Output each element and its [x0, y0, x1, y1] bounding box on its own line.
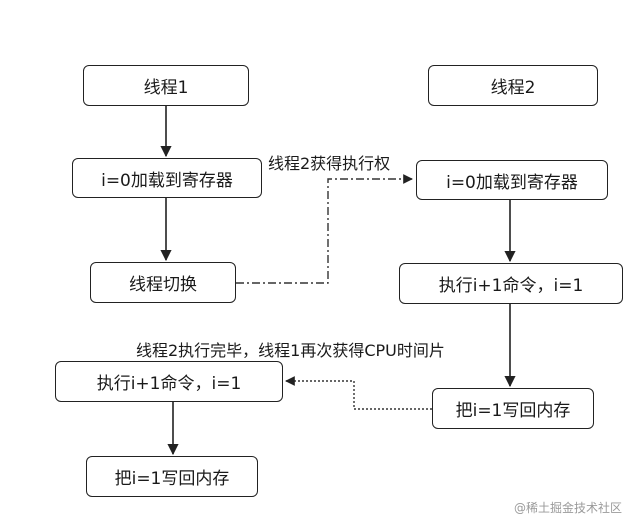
node-t2-exec-increment: 执行i+1命令，i=1	[399, 263, 623, 304]
node-thread2: 线程2	[428, 65, 598, 106]
node-t1-thread-switch: 线程切换	[90, 262, 236, 303]
watermark-text: @稀土掘金技术社区	[513, 501, 622, 515]
label-thread2-gets-execution: 线程2获得执行权	[268, 150, 391, 174]
node-t1-exec-increment: 执行i+1命令，i=1	[55, 361, 283, 402]
connector-switch-to-t2	[236, 174, 413, 284]
node-thread1: 线程1	[83, 65, 249, 106]
label-thread1-gets-cpu-again: 线程2执行完毕，线程1再次获得CPU时间片	[136, 337, 445, 361]
connector-t2-write-to-t1-exec	[285, 376, 432, 410]
node-t1-load-register: i=0加载到寄存器	[72, 158, 262, 198]
node-t2-load-register: i=0加载到寄存器	[416, 160, 608, 200]
node-t2-write-memory: 把i=1写回内存	[432, 388, 594, 429]
node-t1-write-memory: 把i=1写回内存	[86, 456, 258, 497]
watermark: @稀土掘金技术社区	[514, 499, 622, 516]
